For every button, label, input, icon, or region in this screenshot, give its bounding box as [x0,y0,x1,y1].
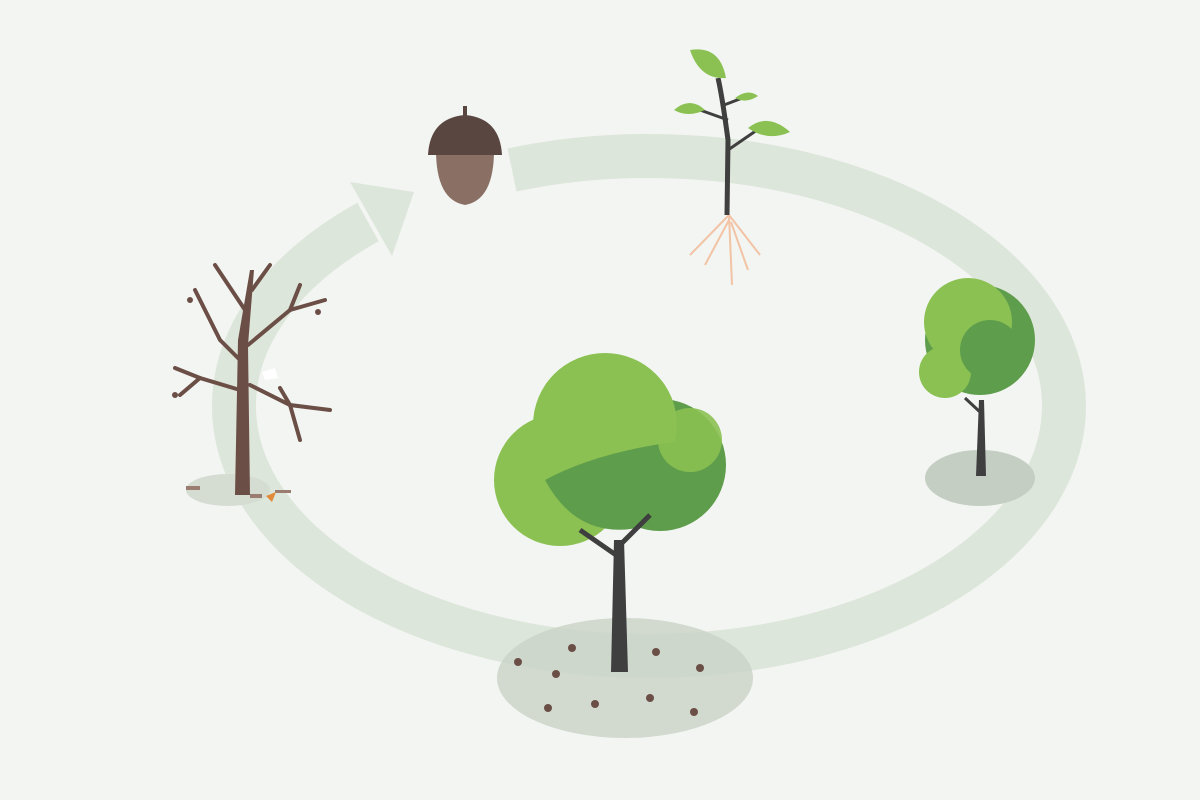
young-tree-icon [919,278,1035,506]
mature-tree-icon [494,353,753,738]
sprout-icon [674,49,790,286]
dead-tree-icon [172,263,332,506]
acorn-icon [428,106,502,205]
